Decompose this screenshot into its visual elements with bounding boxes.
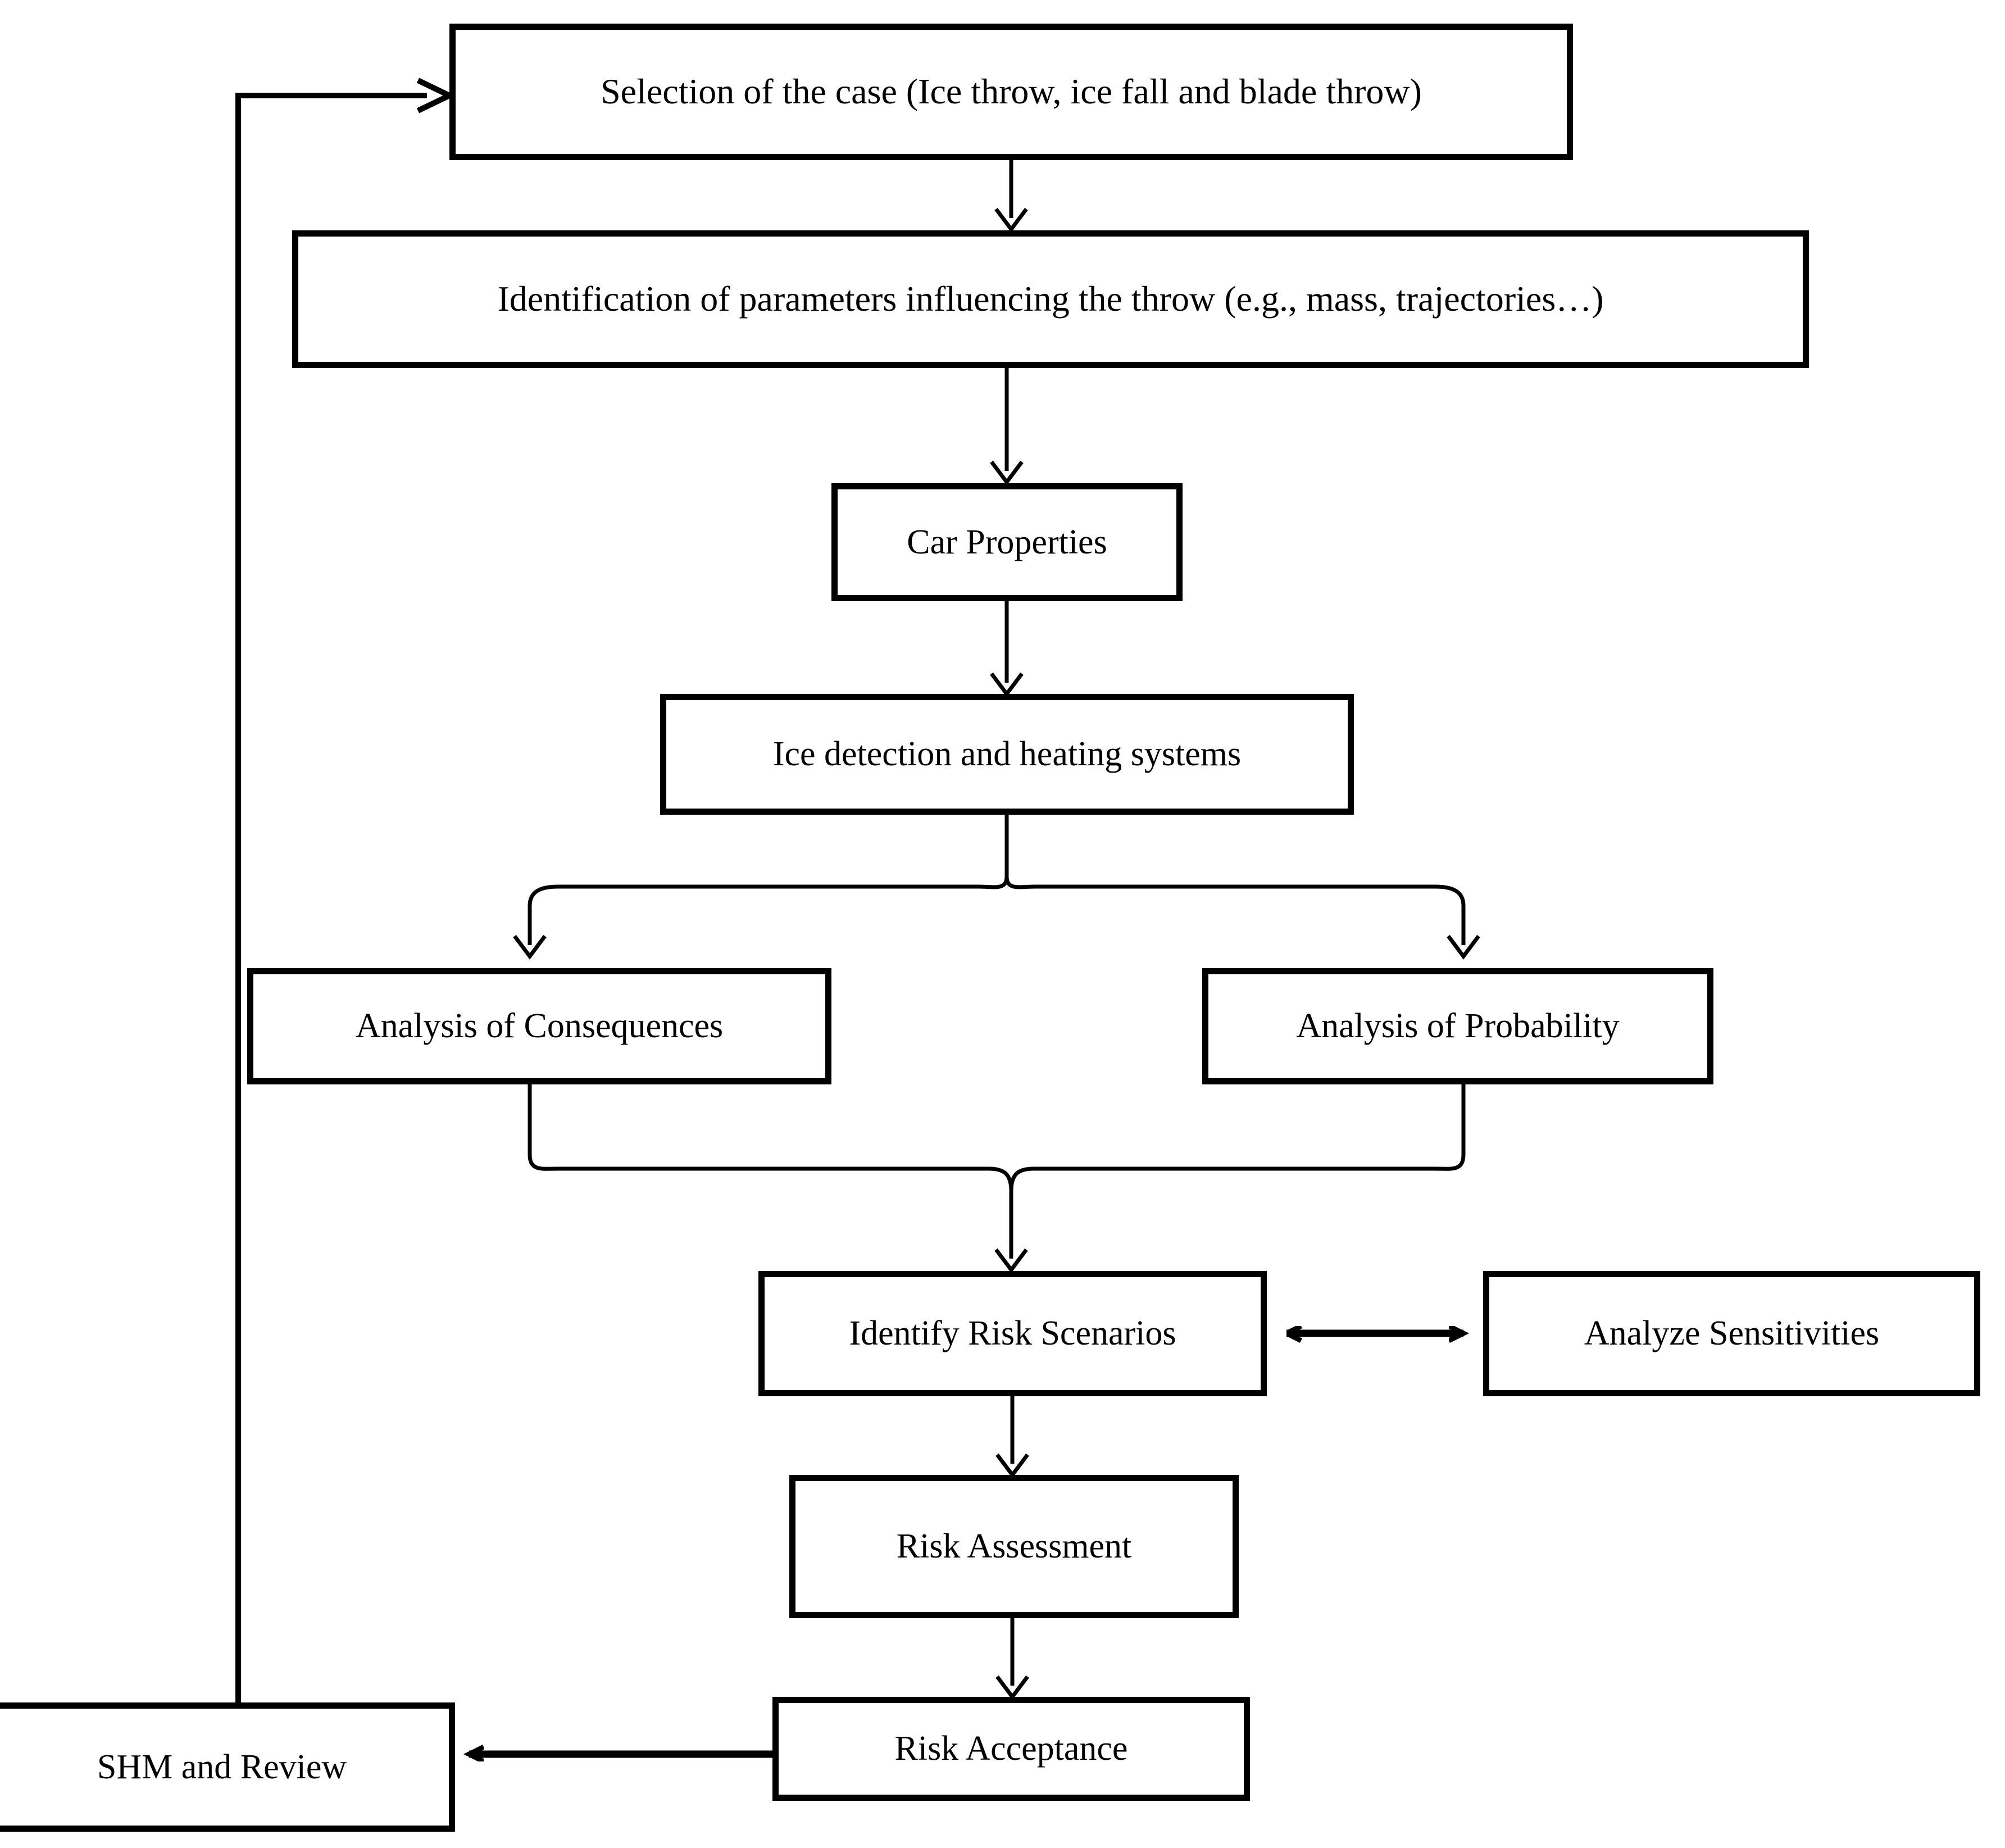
node-shm-and-review[interactable]: SHM and Review [0,1702,455,1832]
node-label-selection-of-case: Selection of the case (Ice throw, ice fa… [601,71,1422,112]
node-identify-risk-scenarios[interactable]: Identify Risk Scenarios [758,1271,1267,1396]
edge-identification-to-car [990,368,1024,485]
edge-car-to-ice-detection [990,601,1024,697]
node-label-analysis-of-consequences: Analysis of Consequences [355,1007,724,1046]
edge-selection-to-identification [994,160,1028,233]
node-label-ice-detection-and-heating-systems: Ice detection and heating systems [772,735,1242,774]
node-car-properties[interactable]: Car Properties [831,483,1183,601]
edge-ice-detection-fork [513,815,1480,960]
node-label-analyze-sensitivities: Analyze Sensitivities [1584,1314,1880,1353]
node-label-car-properties: Car Properties [907,523,1107,561]
node-ice-detection-and-heating-systems[interactable]: Ice detection and heating systems [660,694,1354,815]
node-label-risk-assessment: Risk Assessment [896,1527,1132,1566]
node-selection-of-case[interactable]: Selection of the case (Ice throw, ice fa… [449,24,1573,160]
node-label-identification-of-parameters: Identification of parameters influencing… [497,279,1604,319]
node-analysis-of-probability[interactable]: Analysis of Probability [1202,968,1713,1084]
edge-identify-risk-to-assessment [995,1396,1029,1478]
edge-analyses-merge-to-identify-risk [528,1084,1466,1273]
node-analysis-of-consequences[interactable]: Analysis of Consequences [247,968,831,1084]
edge-assessment-to-acceptance [995,1618,1029,1700]
node-analyze-sensitivities[interactable]: Analyze Sensitivities [1483,1271,1980,1396]
node-identification-of-parameters[interactable]: Identification of parameters influencing… [292,230,1809,368]
node-risk-assessment[interactable]: Risk Assessment [789,1475,1239,1618]
node-label-shm-and-review: SHM and Review [97,1747,347,1786]
node-label-analysis-of-probability: Analysis of Probability [1296,1007,1620,1046]
node-risk-acceptance[interactable]: Risk Acceptance [772,1697,1250,1801]
node-label-identify-risk-scenarios: Identify Risk Scenarios [849,1314,1176,1353]
node-label-risk-acceptance: Risk Acceptance [894,1729,1128,1768]
